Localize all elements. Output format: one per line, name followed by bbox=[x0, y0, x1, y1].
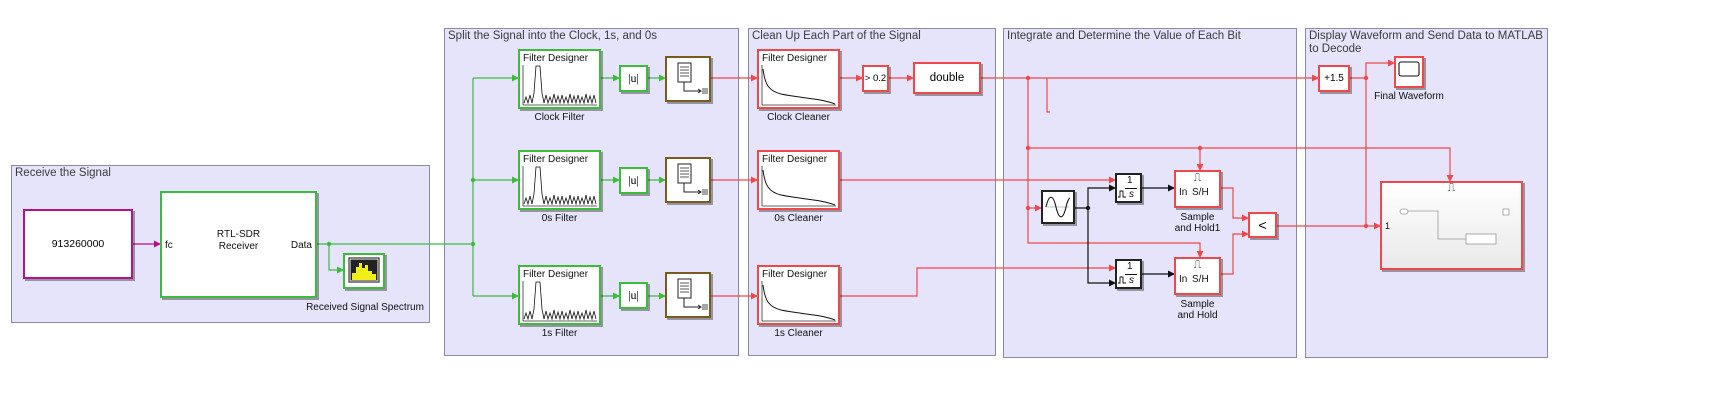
rtl-sdr-input-port: fc bbox=[165, 240, 173, 251]
clock-filter-label: Clock Filter bbox=[534, 112, 585, 123]
compare-to-constant-block[interactable]: > 0.2 bbox=[862, 65, 889, 92]
rtl-sdr-receiver-block[interactable]: RTL-SDR Receiver fc Data bbox=[160, 191, 317, 298]
subsystem-trigger-icon: ⎍ bbox=[1447, 182, 1456, 194]
area-display-title-line1: Display Waveform and Send Data to MATLAB bbox=[1309, 30, 1543, 42]
sample-and-hold1-block[interactable]: ⎍ In S/H bbox=[1174, 170, 1221, 208]
rtl-sdr-label-line2: Receiver bbox=[218, 241, 259, 252]
unbuffer-icon bbox=[677, 62, 708, 94]
abs-block-clock[interactable]: |u| bbox=[619, 65, 648, 92]
subsystem-input-port: 1 bbox=[1385, 221, 1391, 231]
spectrum-analyzer-icon bbox=[348, 257, 380, 283]
ones-cleaner-block[interactable]: Filter Designer bbox=[757, 265, 840, 325]
zeros-cleaner-block[interactable]: Filter Designer bbox=[757, 150, 840, 210]
ones-filter-header: Filter Designer bbox=[523, 269, 589, 280]
reset-trigger-icon bbox=[1118, 190, 1126, 198]
scope-icon bbox=[1398, 61, 1420, 77]
sine-wave-icon bbox=[1045, 196, 1071, 218]
final-waveform-label: Final Waveform bbox=[1374, 91, 1444, 102]
sine-wave-block[interactable] bbox=[1041, 190, 1075, 224]
sample-hold1-out: S/H bbox=[1192, 187, 1209, 198]
clock-cleaner-label: Clock Cleaner bbox=[767, 112, 830, 123]
lowpass-response-icon bbox=[761, 281, 836, 322]
center-frequency-constant[interactable]: 913260000 bbox=[23, 209, 133, 279]
sample-and-hold-block[interactable]: ⎍ In S/H bbox=[1174, 257, 1221, 295]
sample-and-hold-label-line1: Sample bbox=[1180, 299, 1215, 310]
ones-cleaner-header: Filter Designer bbox=[762, 269, 828, 280]
integrator-numerator: 1 bbox=[1127, 175, 1133, 186]
abs-label-zeros: |u| bbox=[628, 173, 639, 187]
abs-label-clock: |u| bbox=[628, 71, 639, 85]
sample-and-hold1-label: Sample and Hold1 bbox=[1165, 212, 1230, 234]
area-cleanup-title: Clean Up Each Part of the Signal bbox=[752, 30, 921, 42]
integrator-denominator: s bbox=[1129, 275, 1134, 286]
rtl-sdr-output-port: Data bbox=[290, 240, 312, 251]
clock-filter-block[interactable]: Filter Designer bbox=[518, 49, 601, 109]
sample-hold-trigger: ⎍ bbox=[1193, 259, 1202, 271]
final-waveform-scope-block[interactable] bbox=[1394, 56, 1424, 88]
data-type-conversion-block[interactable]: double bbox=[913, 62, 981, 94]
unbuffer-icon bbox=[677, 278, 708, 310]
bandpass-response-icon bbox=[522, 281, 597, 322]
sample-and-hold1-label-line2: and Hold1 bbox=[1174, 223, 1221, 234]
sample-hold1-in-port: In bbox=[1179, 187, 1188, 198]
area-display-title-line2: to Decode bbox=[1309, 43, 1362, 55]
ones-filter-block[interactable]: Filter Designer bbox=[518, 265, 601, 325]
bias-value: +1.5 bbox=[1324, 73, 1344, 84]
bandpass-response-icon bbox=[522, 65, 597, 106]
relational-operator-symbol: < bbox=[1258, 217, 1267, 233]
sample-and-hold-label: Sample and Hold bbox=[1165, 299, 1230, 321]
spectrum-analyzer-block[interactable] bbox=[343, 253, 385, 289]
bias-block[interactable]: +1.5 bbox=[1318, 65, 1350, 92]
zeros-cleaner-header: Filter Designer bbox=[762, 154, 828, 165]
ones-cleaner-label: 1s Cleaner bbox=[774, 328, 823, 339]
relational-operator-block[interactable]: < bbox=[1248, 212, 1277, 238]
area-integrate-title: Integrate and Determine the Value of Eac… bbox=[1007, 30, 1241, 42]
clock-filter-header: Filter Designer bbox=[523, 53, 589, 64]
area-receive-title: Receive the Signal bbox=[15, 167, 111, 179]
unbuffer-icon bbox=[677, 163, 708, 195]
zeros-filter-label: 0s Filter bbox=[541, 213, 578, 224]
lowpass-response-icon bbox=[761, 166, 836, 207]
send-to-matlab-subsystem[interactable]: ⎍ 1 bbox=[1380, 181, 1523, 270]
lowpass-response-icon bbox=[761, 65, 836, 106]
data-type-label: double bbox=[929, 72, 965, 84]
clock-cleaner-header: Filter Designer bbox=[762, 53, 828, 64]
unbuffer-block-ones[interactable] bbox=[665, 272, 711, 318]
sample-hold-in-port: In bbox=[1179, 274, 1188, 285]
zeros-cleaner-label: 0s Cleaner bbox=[774, 213, 823, 224]
area-display-title: Display Waveform and Send Data to MATLAB… bbox=[1309, 30, 1543, 56]
reset-integrator-block-lower[interactable]: 1 s bbox=[1115, 259, 1142, 289]
abs-block-ones[interactable]: |u| bbox=[619, 282, 648, 309]
spectrum-analyzer-label: Received Signal Spectrum bbox=[306, 302, 424, 313]
zeros-filter-block[interactable]: Filter Designer bbox=[518, 150, 601, 210]
reset-trigger-icon bbox=[1118, 276, 1126, 284]
unbuffer-block-zeros[interactable] bbox=[665, 157, 711, 203]
area-split-title: Split the Signal into the Clock, 1s, and… bbox=[448, 30, 658, 42]
sample-and-hold-label-line2: and Hold bbox=[1177, 310, 1218, 321]
clock-cleaner-block[interactable]: Filter Designer bbox=[757, 49, 840, 109]
zeros-filter-header: Filter Designer bbox=[523, 154, 589, 165]
ones-filter-label: 1s Filter bbox=[541, 328, 578, 339]
compare-threshold-label: > 0.2 bbox=[864, 73, 887, 84]
bandpass-response-icon bbox=[522, 166, 597, 207]
sample-hold1-trigger: ⎍ bbox=[1193, 172, 1202, 184]
reset-integrator-block-upper[interactable]: 1 s bbox=[1115, 173, 1142, 203]
abs-block-zeros[interactable]: |u| bbox=[619, 167, 648, 194]
center-frequency-value: 913260000 bbox=[51, 238, 105, 250]
abs-label-ones: |u| bbox=[628, 288, 639, 302]
integrator-denominator: s bbox=[1129, 189, 1134, 200]
rtl-sdr-label-line1: RTL-SDR bbox=[216, 229, 261, 240]
subsystem-preview-icon bbox=[1399, 208, 1510, 245]
integrator-numerator: 1 bbox=[1127, 261, 1133, 272]
sample-and-hold1-label-line1: Sample bbox=[1180, 212, 1215, 223]
unbuffer-block-clock[interactable] bbox=[665, 56, 711, 102]
sample-hold-out: S/H bbox=[1192, 274, 1209, 285]
